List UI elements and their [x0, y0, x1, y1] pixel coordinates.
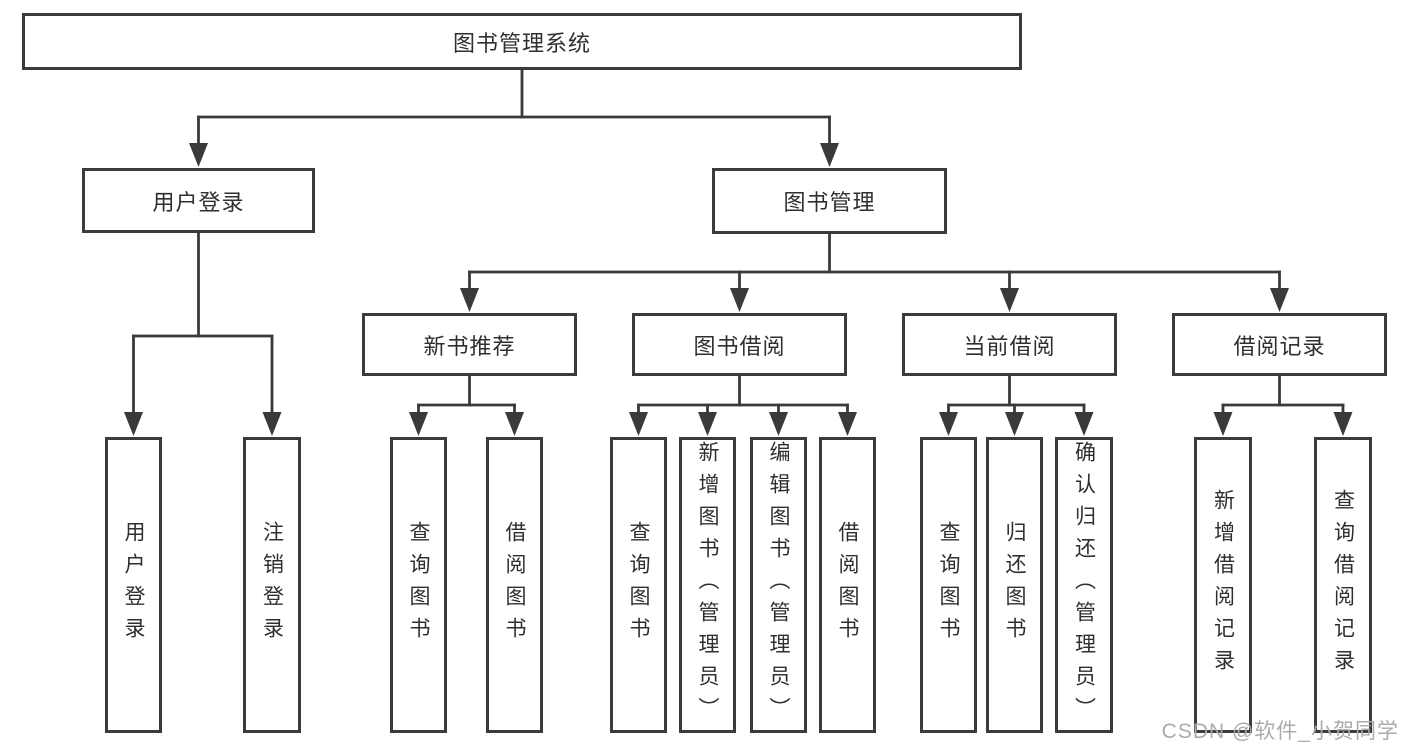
- node-br-add-record: 新增借阅记录: [1194, 437, 1252, 733]
- arrow-into-bb-edit-book-admin: [769, 412, 788, 436]
- arrow-into-new-book-recommend: [460, 288, 479, 312]
- edge-root: [189, 67, 839, 167]
- edge-book-borrowing: [629, 373, 857, 436]
- node-login: 用户登录: [105, 437, 162, 733]
- arrow-into-cb-confirm-return-admin: [1074, 412, 1094, 436]
- node-book-borrowing: 图书借阅: [632, 313, 847, 376]
- arrow-into-book-management: [820, 143, 839, 167]
- arrow-into-br-query-record: [1333, 412, 1353, 436]
- arrow-into-login: [124, 412, 143, 436]
- node-bb-borrow-books: 借阅图书: [819, 437, 876, 733]
- arrow-into-cb-return-books: [1005, 412, 1024, 436]
- arrow-into-bb-query-books: [629, 412, 648, 436]
- node-current-borrowing: 当前借阅: [902, 313, 1117, 376]
- arrow-into-bb-add-book-admin: [698, 412, 717, 436]
- arrow-into-current-borrowing: [1000, 288, 1019, 312]
- edge-borrowing-records: [1213, 373, 1353, 436]
- node-nbr-borrow-books: 借阅图书: [486, 437, 543, 733]
- node-cb-confirm-return-admin: 确认归还（管理员）: [1055, 437, 1113, 733]
- node-cb-query-books: 查询图书: [920, 437, 977, 733]
- edge-user-login-group: [124, 230, 282, 436]
- node-root: 图书管理系统: [22, 13, 1022, 70]
- node-book-management: 图书管理: [712, 168, 947, 234]
- node-br-query-record: 查询借阅记录: [1314, 437, 1372, 733]
- arrow-into-user-login-group: [189, 143, 208, 167]
- node-user-login-group: 用户登录: [82, 168, 315, 233]
- arrow-into-br-add-record: [1213, 412, 1233, 436]
- edge-book-management: [460, 231, 1289, 312]
- node-borrowing-records: 借阅记录: [1172, 313, 1387, 376]
- arrow-into-book-borrowing: [730, 288, 749, 312]
- arrow-into-borrowing-records: [1270, 288, 1289, 312]
- arrow-into-bb-borrow-books: [838, 412, 857, 436]
- node-bb-query-books: 查询图书: [610, 437, 667, 733]
- arrow-into-logout: [262, 412, 282, 436]
- edge-current-borrowing: [939, 373, 1094, 436]
- node-new-book-recommend: 新书推荐: [362, 313, 577, 376]
- node-bb-add-book-admin: 新增图书（管理员）: [679, 437, 736, 733]
- node-logout: 注销登录: [243, 437, 301, 733]
- arrow-into-cb-query-books: [939, 412, 958, 436]
- edge-new-book-recommend: [409, 373, 524, 436]
- arrow-into-nbr-borrow-books: [505, 412, 524, 436]
- node-bb-edit-book-admin: 编辑图书（管理员）: [750, 437, 807, 733]
- node-nbr-query-books: 查询图书: [390, 437, 447, 733]
- arrow-into-nbr-query-books: [409, 412, 428, 436]
- node-cb-return-books: 归还图书: [986, 437, 1043, 733]
